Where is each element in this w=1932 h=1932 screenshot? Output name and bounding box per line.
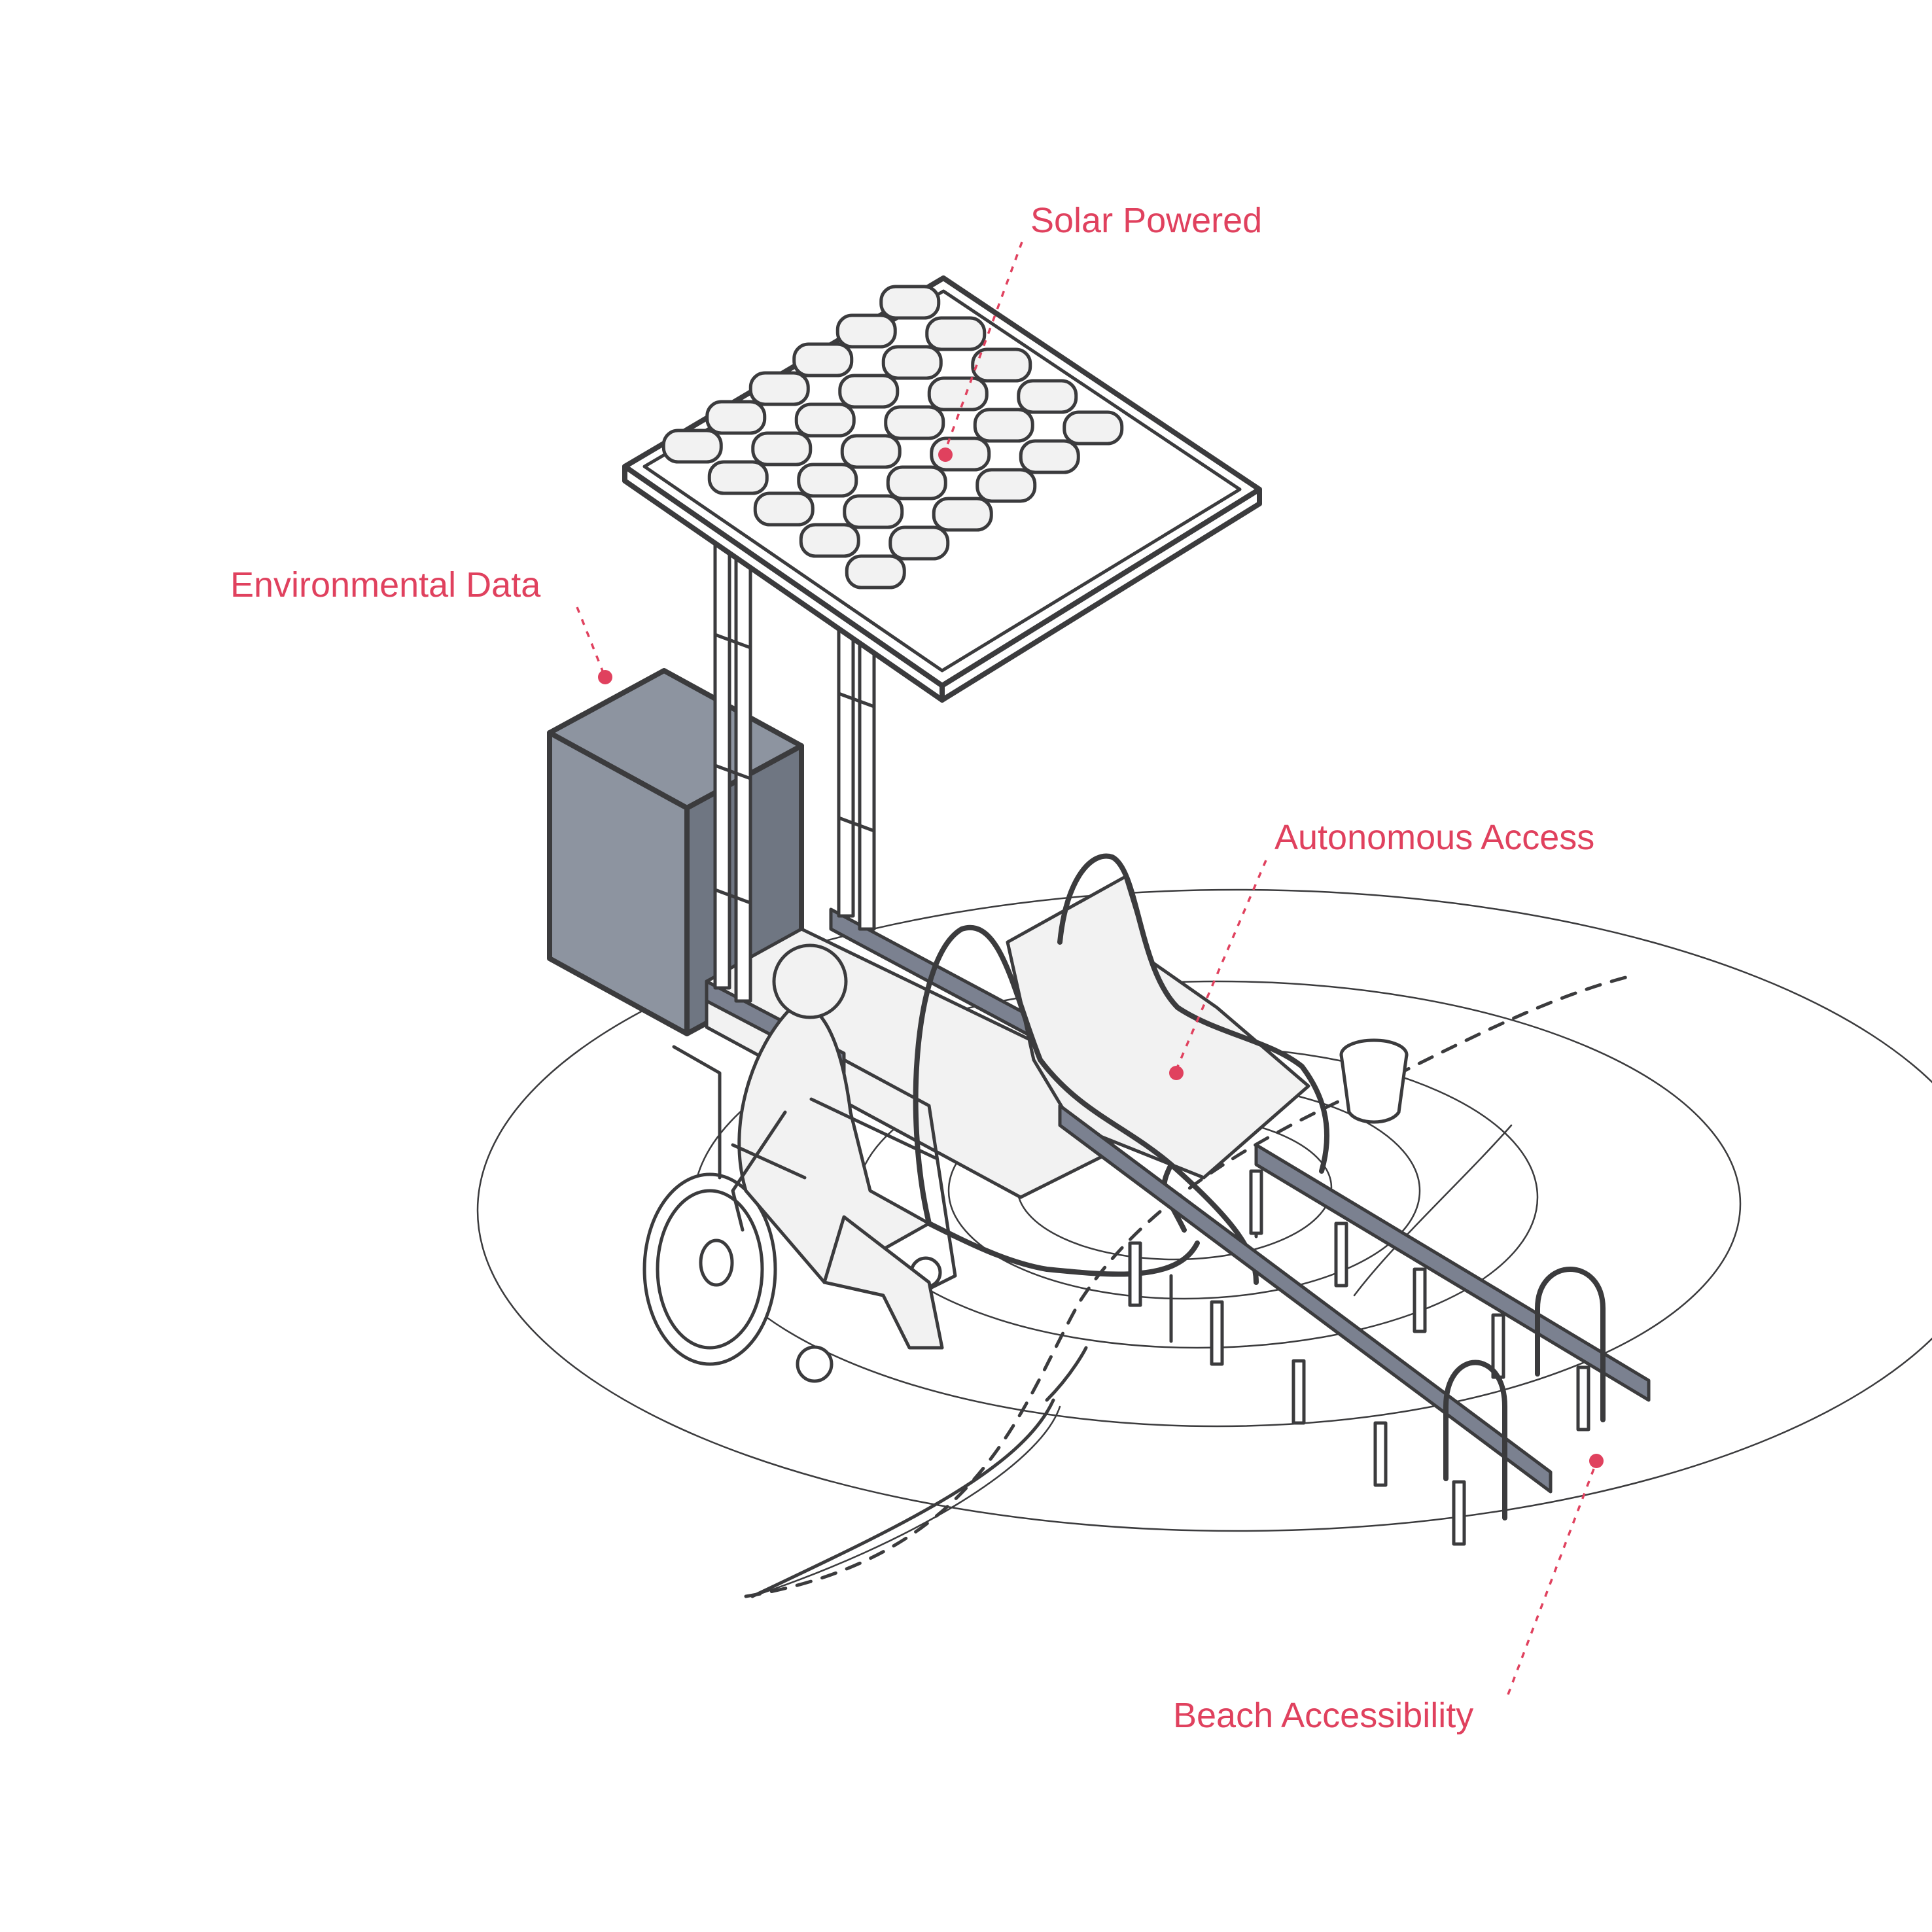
handrail-front <box>1443 1360 1507 1520</box>
solar-cell <box>1063 410 1124 446</box>
dot-beach <box>1589 1454 1604 1468</box>
solar-cell <box>886 465 947 501</box>
solar-cell <box>884 405 945 440</box>
solar-cell <box>971 347 1032 383</box>
solar-cell <box>705 400 767 435</box>
leader-autonomous <box>1176 860 1267 1067</box>
solar-cell <box>792 342 854 378</box>
solar-cell <box>797 463 858 498</box>
shoreline-solid <box>750 1346 1088 1598</box>
solar-cell <box>748 371 810 406</box>
ramp-post <box>1413 1267 1427 1333</box>
ramp-post <box>1128 1241 1142 1307</box>
solar-cells <box>661 285 1124 589</box>
solar-cell <box>927 376 989 412</box>
label-autonomous-access: Autonomous Access <box>1274 818 1594 857</box>
solar-cell <box>975 468 1037 503</box>
solar-cell <box>751 431 813 466</box>
annotations: Solar Powered Environmental Data Autonom… <box>230 201 1604 1735</box>
leader-solar <box>944 241 1023 451</box>
dot-solar <box>938 448 953 462</box>
solar-cell <box>1017 379 1078 414</box>
caster-wheel <box>796 1345 834 1383</box>
ramp-rail-right <box>1254 1143 1651 1402</box>
solar-cell <box>840 434 902 469</box>
solar-cell <box>707 460 769 495</box>
solar-cell <box>845 554 906 589</box>
person-legs <box>822 1215 944 1350</box>
label-environmental-data: Environmental Data <box>230 565 541 605</box>
solar-cell <box>838 374 900 409</box>
leader-beach <box>1507 1465 1596 1695</box>
solar-cell <box>932 497 993 532</box>
chair-frame-front <box>913 924 1259 1285</box>
solar-cell <box>661 429 723 464</box>
person-body <box>737 1006 931 1284</box>
handrail-back <box>1535 1267 1606 1422</box>
wheelchair-user-icon <box>642 943 957 1383</box>
bucket-icon <box>1339 1038 1409 1124</box>
ramp-post <box>1334 1221 1348 1288</box>
ripple-outer <box>477 888 1932 1532</box>
solar-cell <box>925 316 987 351</box>
solar-cell <box>888 525 950 561</box>
ramp-post <box>1291 1359 1306 1425</box>
dot-environmental <box>598 670 612 684</box>
solar-cell <box>879 285 941 320</box>
ramp-icon <box>1058 1104 1651 1546</box>
ramp-posts <box>1128 1169 1590 1546</box>
ramp-post <box>1249 1169 1263 1235</box>
solar-cell <box>794 402 856 438</box>
person-head <box>772 943 848 1019</box>
solar-cell <box>930 436 991 472</box>
solar-cell <box>835 313 897 349</box>
label-beach-accessibility: Beach Accessibility <box>1173 1696 1473 1735</box>
ramp-post <box>1373 1421 1388 1487</box>
solar-cell <box>881 345 943 380</box>
ramp-post <box>1210 1300 1224 1366</box>
solar-cell <box>1019 439 1080 474</box>
ramp-post <box>1452 1480 1466 1546</box>
solar-panel-icon <box>622 275 1262 703</box>
label-solar-powered: Solar Powered <box>1030 201 1262 240</box>
solar-cell <box>753 491 815 527</box>
solar-cell <box>799 523 860 558</box>
solar-cell <box>973 408 1034 443</box>
ramp-post <box>1576 1365 1590 1431</box>
solar-cell <box>843 494 904 529</box>
ramp-rail-left <box>1058 1104 1553 1494</box>
leader-environmental <box>576 606 605 673</box>
ramp-post <box>1491 1313 1505 1379</box>
